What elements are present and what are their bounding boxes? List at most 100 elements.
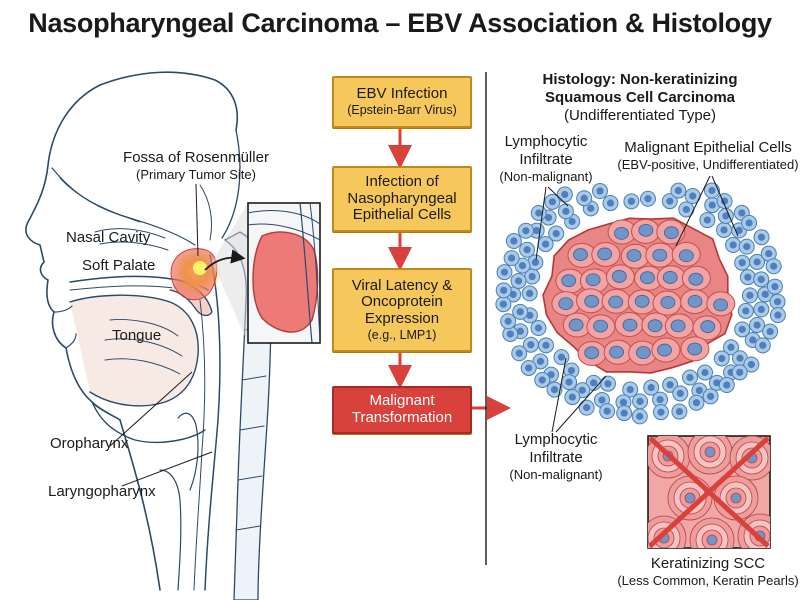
lymphocyte [696,364,713,381]
tumor-cell [586,314,616,340]
tumor-cell [671,241,701,267]
keratinizing-scc-label-2: (Less Common, Keratin Pearls) [617,573,799,588]
tumor-cell [620,243,650,269]
lymphocyte [753,271,770,288]
lymphocyte [514,257,531,274]
lymphocyte [631,408,648,425]
lymph-top-label-2: Infiltrate [519,151,573,168]
flow-step-viral-latency: Viral Latency & Oncoprotein Expression (… [332,268,472,352]
lymphocyte [749,317,766,334]
tumor-cell [551,291,581,317]
lymphocyte [546,381,563,398]
lymphocyte [766,278,783,295]
lymphocyte [622,381,639,398]
tumor-cell [601,288,631,314]
lymphocyte [731,350,748,367]
tumor-cell [692,315,722,341]
lymphocyte [511,345,528,362]
lymphocyte [632,393,649,410]
lymphocyte [717,207,734,224]
lymphocyte [503,250,520,267]
lymphocyte [495,296,512,313]
lymphocyte [734,254,751,271]
lymph-top-label-1: Lymphocytic [504,133,588,150]
lymphocyte [517,222,534,239]
malignant-cells-label-1: Malignant Epithelial Cells [624,139,792,156]
lymphocyte [753,301,770,318]
flow-step-2-title: Infection of Nasopharyngeal Epithelial C… [347,172,457,224]
tumor-cell [577,340,607,366]
lymphocyte [688,394,705,411]
lymphocyte [760,245,777,262]
lymphocyte [731,364,748,381]
flow-step-ebv-infection: EBV Infection (Epstein-Barr Virus) [332,76,472,128]
lymphocyte [537,337,554,354]
lymphocyte [737,302,754,319]
lymphocyte [671,403,688,420]
lymphocyte [532,353,549,370]
flow-step-1-subtitle: (Epstein-Barr Virus) [347,103,457,118]
lymphocyte [534,371,551,388]
lymphocyte [512,303,529,320]
tumor-cell [614,312,644,338]
lymphocyte [510,272,527,289]
lymphocyte [743,356,760,373]
tumor-cell [706,291,736,317]
lymphocyte [530,320,547,337]
lymphocyte [544,193,561,210]
tumor-cell [645,242,675,268]
flow-step-malignant-transformation: Malignant Transformation [332,386,472,434]
keratin-pearl [689,517,735,548]
tumor-cell [634,265,664,291]
lymphocyte [548,225,565,242]
lymphocyte [754,337,771,354]
lymphocyte [521,285,538,302]
histology-cluster [495,182,786,425]
lymphocyte [703,182,720,199]
lymphocyte [762,323,779,340]
lymphocyte [722,339,739,356]
lymphocyte [616,405,633,422]
lymphocyte [599,403,616,420]
tongue-label: Tongue [112,327,162,344]
anatomy-leader-lines [109,183,213,487]
tumor-site-marker [170,246,222,301]
lymphocyte [553,349,570,366]
tumor-cell [562,312,592,338]
lymphocyte [765,258,782,275]
lymphocyte [623,193,640,210]
histology-heading-line2: Squamous Cell Carcinoma [544,89,736,106]
tumor-cell [651,337,681,363]
tumor-cell [605,264,635,290]
lymphocyte [741,287,758,304]
lymphocyte [639,190,656,207]
tumor-cell [656,219,686,245]
keratin-pearl [687,436,733,475]
lymphocyte [502,325,519,342]
lymphocyte [505,233,522,250]
lymphocyte [749,253,766,270]
lymphocyte [643,379,660,396]
inset-zoom-box [204,202,321,344]
flow-step-3-title: Viral Latency & Oncoprotein Expression [351,276,453,328]
lymph-bottom-label-1: Lymphocytic [514,431,598,448]
keratinizing-scc-image [647,435,771,549]
lymphocyte [557,203,574,220]
flow-step-4-title: Malignant Transformation [351,392,453,426]
flow-step-3-subtitle: (e.g., LMP1) [367,328,437,342]
nasal-cavity-label: Nasal Cavity [66,229,151,246]
histology-heading-line3: (Undifferentiated Type) [563,107,717,124]
tumor-cell [567,242,597,268]
lymphocyte [527,254,544,271]
lymphocyte [769,307,786,324]
tumor-cell [627,289,657,315]
lymphocyte [739,269,756,286]
tumor-cell [555,268,585,294]
flow-step-epithelial-infection: Infection of Nasopharyngeal Epithelial C… [332,166,472,232]
fossa-sublabel: (Primary Tumor Site) [136,167,256,182]
lymphocyte [718,377,735,394]
lymphocyte [602,195,619,212]
lymphocyte [520,359,537,376]
